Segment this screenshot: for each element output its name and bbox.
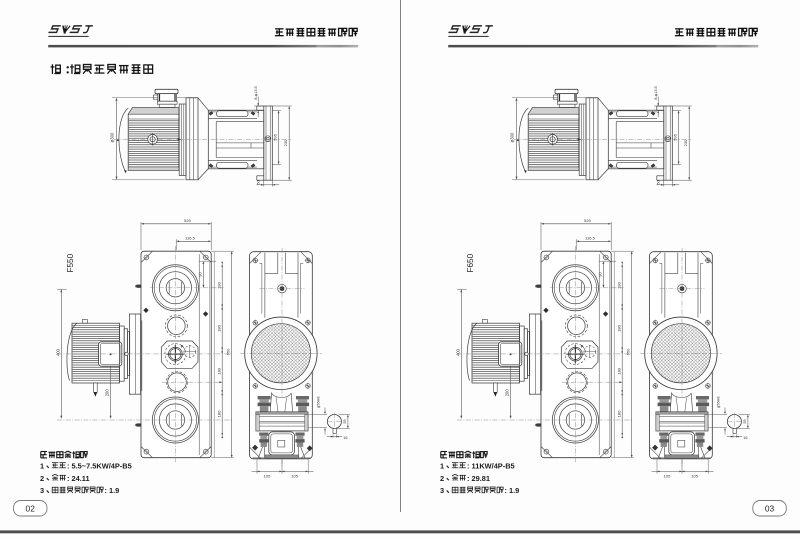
svg-text:3: 3 [440, 486, 444, 495]
svg-text:3: 3 [40, 486, 44, 495]
svg-text:02: 02 [26, 504, 36, 514]
svg-text:: 24.11: : 24.11 [67, 474, 90, 483]
svg-text:2: 2 [440, 474, 444, 483]
svg-text:: 11KW/4P-B5: : 11KW/4P-B5 [467, 461, 515, 470]
svg-text:F550: F550 [66, 253, 75, 272]
svg-text:1: 1 [40, 461, 44, 470]
svg-text:2: 2 [40, 474, 44, 483]
svg-text:: 1.9: : 1.9 [105, 486, 120, 495]
svg-text:1: 1 [440, 461, 444, 470]
svg-text:: 29.81: : 29.81 [467, 474, 490, 483]
svg-text:03: 03 [765, 504, 775, 514]
svg-text:F650: F650 [466, 253, 475, 272]
svg-text:: 1.9: : 1.9 [505, 486, 520, 495]
svg-text:: 5.5~7.5KW/4P-B5: : 5.5~7.5KW/4P-B5 [67, 461, 132, 470]
